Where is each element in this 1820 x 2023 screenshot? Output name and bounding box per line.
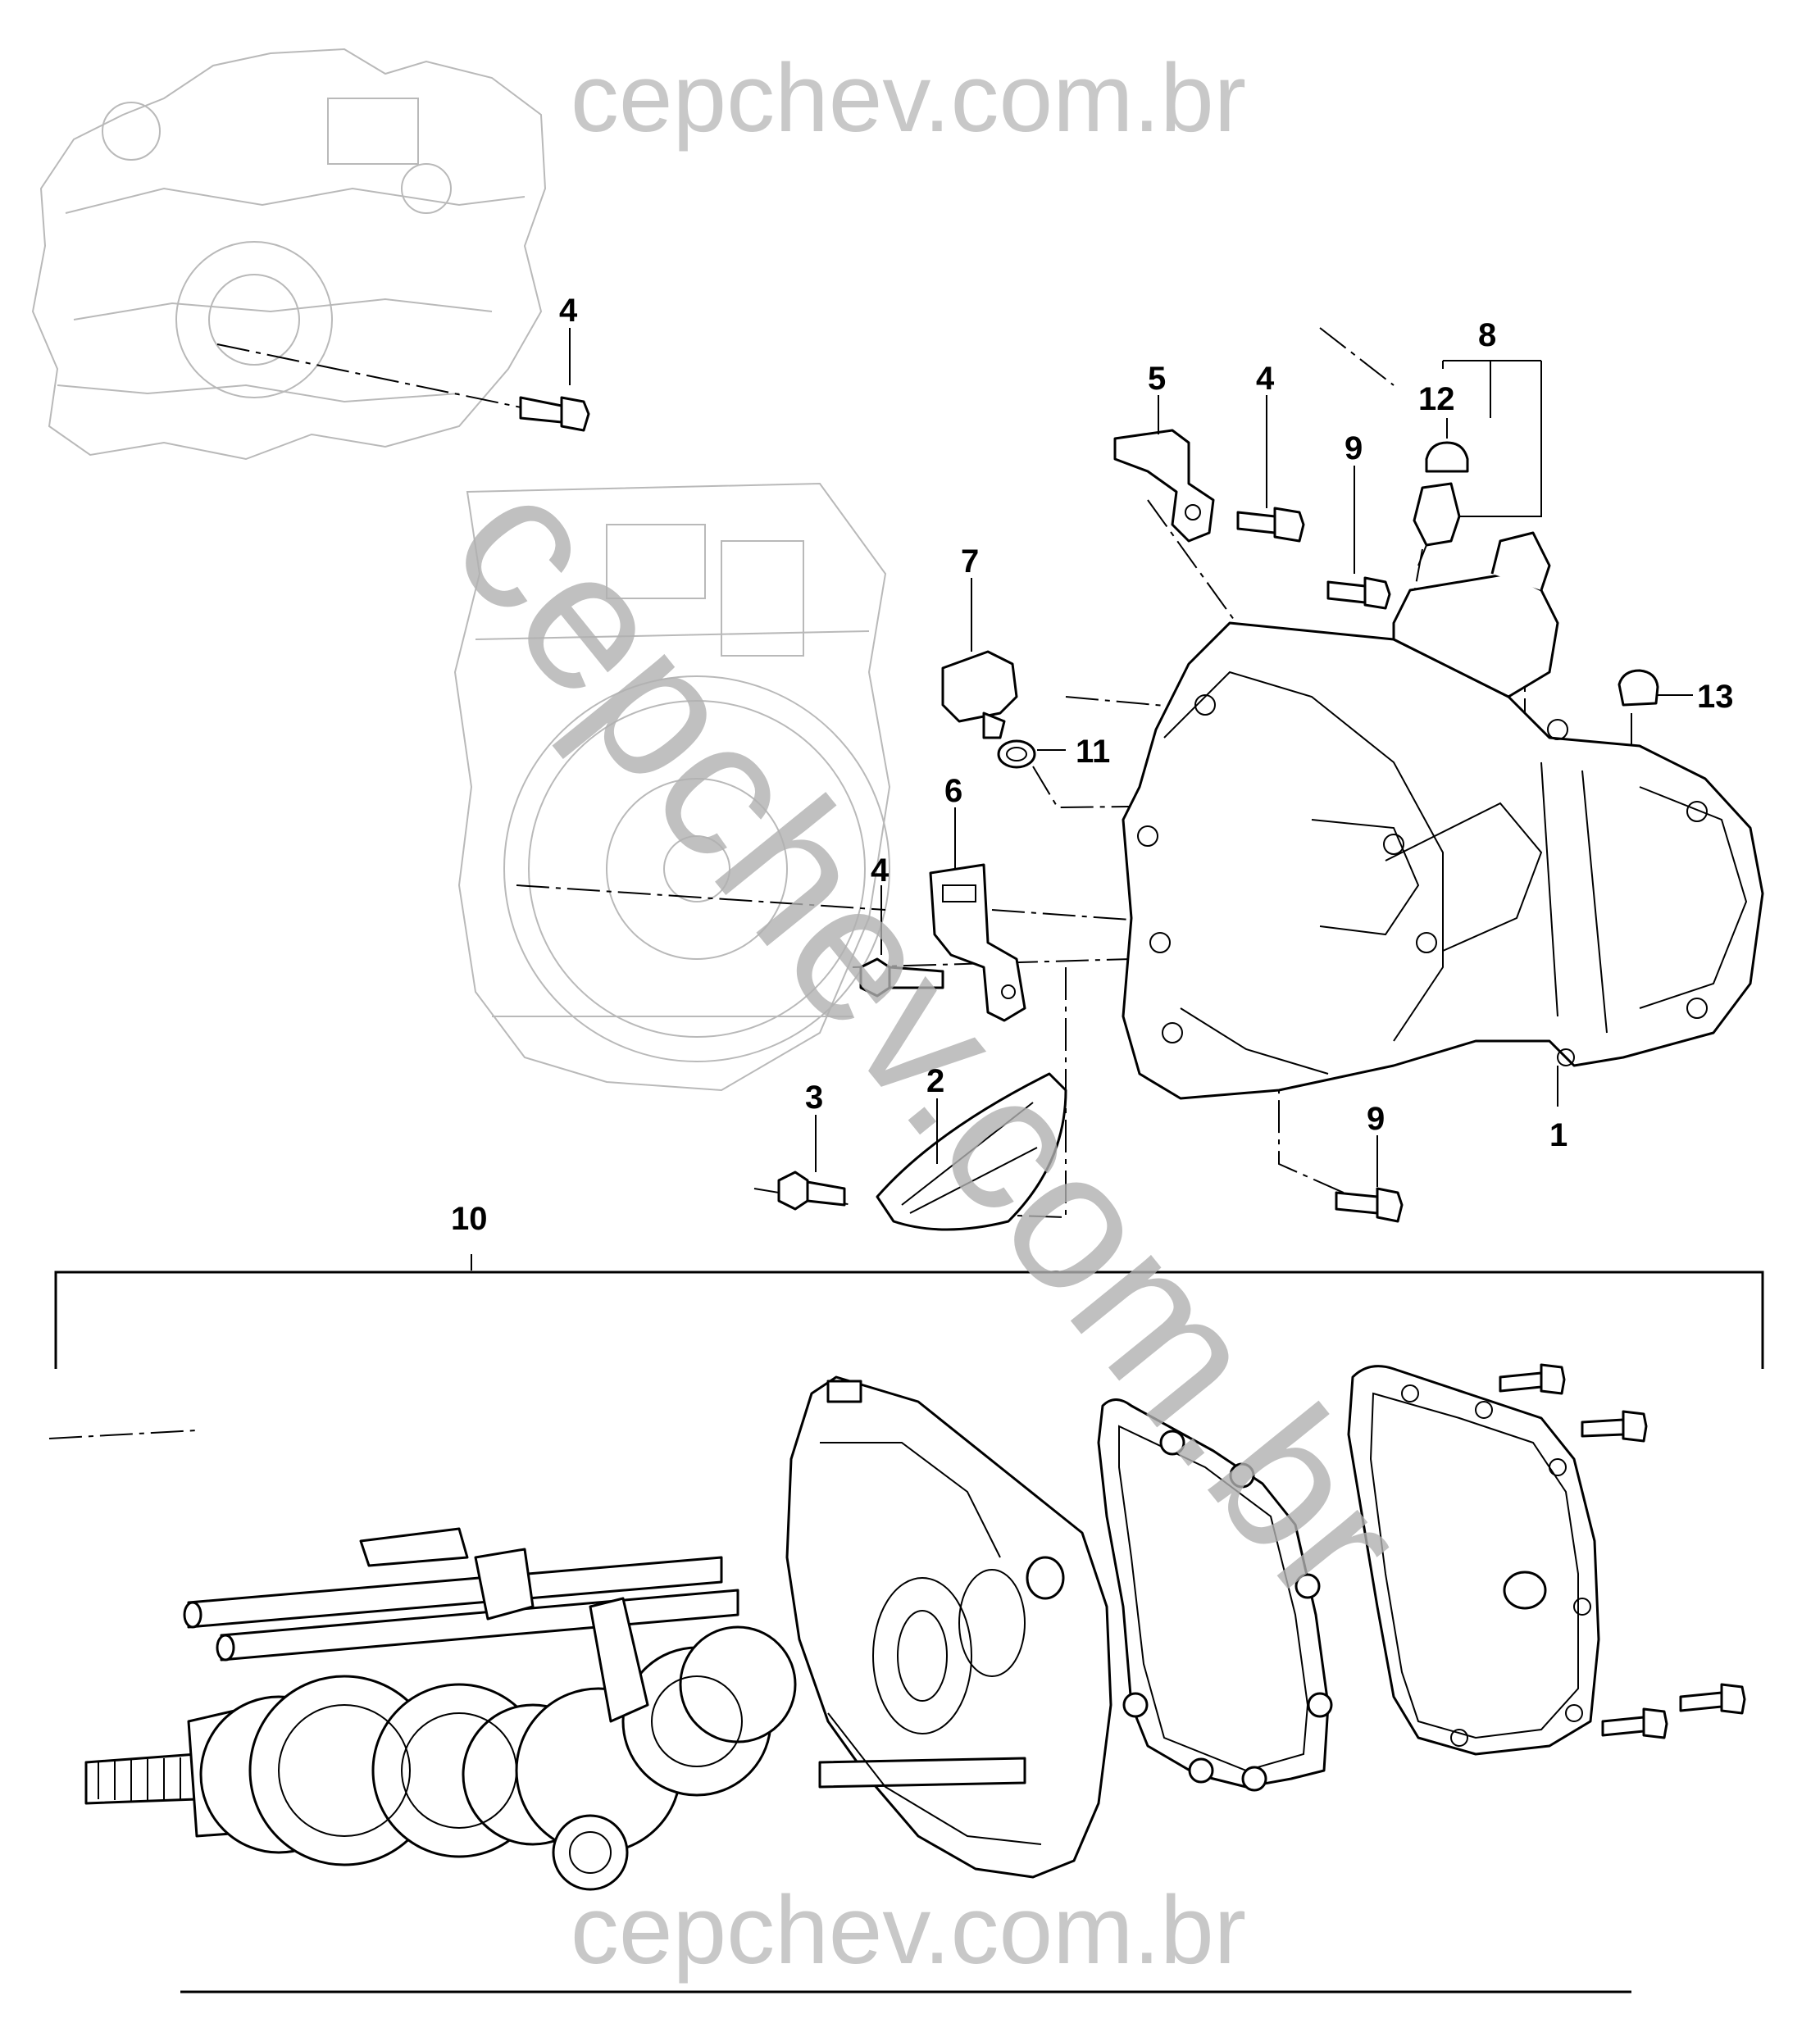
callout-12: 12 <box>1418 381 1455 417</box>
transmission-housing <box>1122 531 1764 1100</box>
intermediate-housing <box>785 1375 1112 1879</box>
callout-10: 10 <box>451 1201 488 1237</box>
callout-5: 5 <box>1148 361 1166 397</box>
bolt-3 <box>777 1171 846 1211</box>
end-cover <box>1347 1365 1600 1756</box>
plug-13 <box>1618 669 1659 707</box>
callout-4-bracket: 4 <box>1256 361 1275 397</box>
cover-plate-2 <box>876 1072 1067 1231</box>
callout-9-lower: 9 <box>1367 1101 1385 1137</box>
cap-12 <box>1425 441 1469 473</box>
callout-7: 7 <box>961 543 979 580</box>
callout-4-upper: 4 <box>559 293 578 329</box>
bolt-4-bracket <box>1236 507 1305 543</box>
callout-3: 3 <box>805 1080 823 1116</box>
bolt-9-lower <box>1335 1187 1404 1223</box>
watermark-top: cepchev.com.br <box>571 44 1246 152</box>
engine-outline-upper <box>31 48 547 461</box>
callout-13: 13 <box>1697 679 1734 715</box>
callout-11: 11 <box>1076 734 1110 770</box>
engine-flywheel-outline <box>453 482 891 1092</box>
bracket-5 <box>1113 429 1215 543</box>
bolt-4-upper <box>519 396 590 432</box>
watermark-bottom: cepchev.com.br <box>571 1876 1246 1984</box>
bolt-4-center <box>859 957 944 998</box>
sensor-7 <box>941 650 1018 739</box>
callout-2: 2 <box>926 1063 944 1099</box>
washer-11 <box>997 739 1036 769</box>
callout-8: 8 <box>1478 317 1496 353</box>
gear-train-assembly <box>84 1527 797 1891</box>
switch-8 <box>1413 482 1461 566</box>
callout-1: 1 <box>1549 1117 1567 1153</box>
leader-lines <box>471 328 1693 1271</box>
alignment-lines <box>48 327 1632 1439</box>
callout-6: 6 <box>944 773 962 809</box>
bolt-9-upper <box>1326 576 1391 610</box>
callout-9-upper: 9 <box>1345 430 1363 466</box>
callout-4-center: 4 <box>871 852 890 889</box>
gasket <box>1097 1398 1333 1792</box>
gearbox-assembly-box <box>54 1271 1764 1369</box>
cover-bolts <box>1499 1363 1746 1739</box>
bracket-6 <box>929 863 1026 1022</box>
